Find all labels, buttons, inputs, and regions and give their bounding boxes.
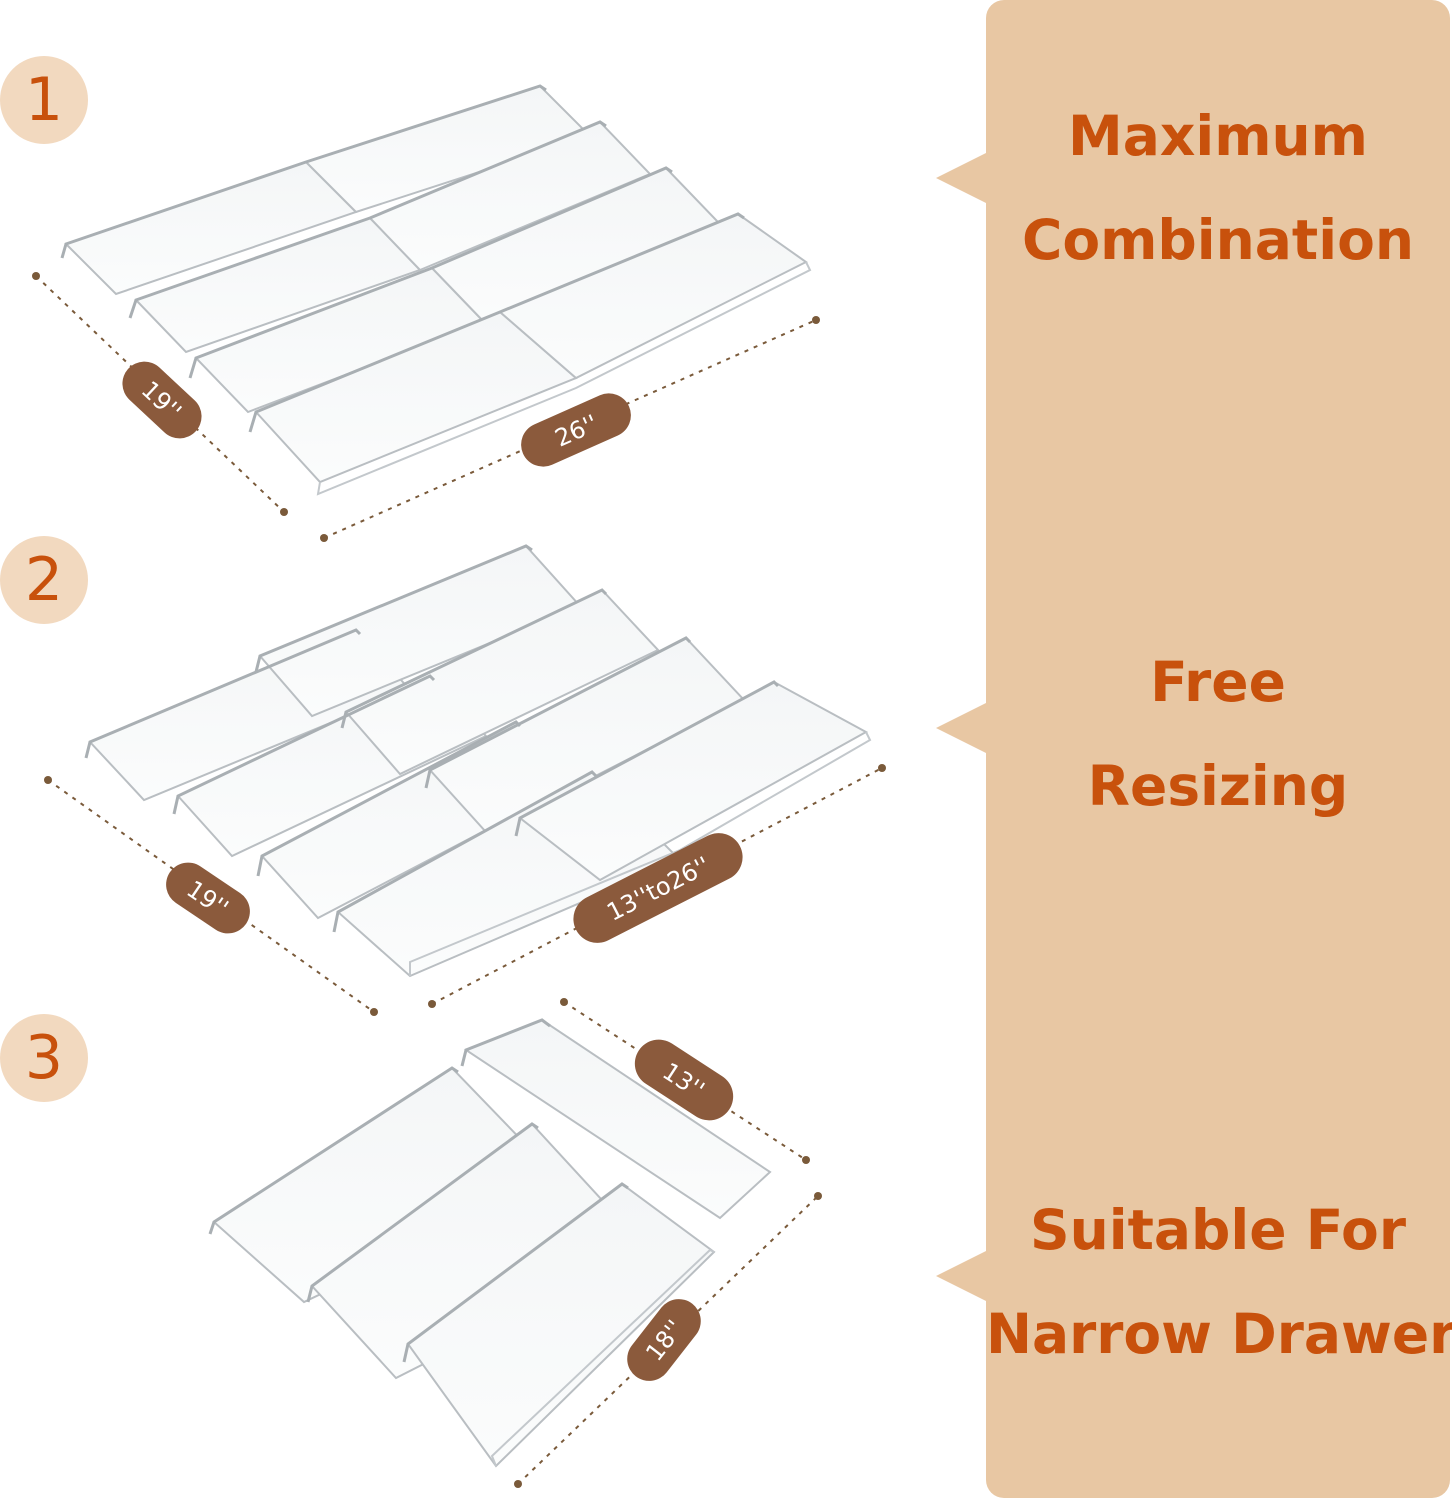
tray2-row-3 <box>256 636 746 920</box>
caption-2: Free Resizing <box>986 630 1450 838</box>
tray-row-3 <box>188 166 720 414</box>
tray3-row-3 <box>402 1182 716 1468</box>
caption-2-line1: Free <box>1150 650 1286 714</box>
tray3-back <box>460 1018 772 1220</box>
dimension-lines-3 <box>514 998 822 1488</box>
tray2-row-2 <box>172 588 660 858</box>
dimension-badge-1-width: 26'' <box>521 393 631 467</box>
dimension-badge-2-depth: 19'' <box>166 862 250 934</box>
step-number-3: 3 <box>0 1014 88 1102</box>
step-number-2: 2 <box>0 536 88 624</box>
rack-config-2 <box>84 544 872 978</box>
caption-pointer-1 <box>936 152 988 204</box>
caption-3: Suitable For Narrow Drawers <box>986 1178 1452 1386</box>
rack-config-1 <box>60 84 812 496</box>
caption-3-line2: Narrow Drawers <box>986 1302 1452 1366</box>
step-number-1: 1 <box>0 56 88 144</box>
caption-1: Maximum Combination <box>986 84 1450 292</box>
caption-panel <box>986 0 1450 1498</box>
dimension-badge-1-depth: 19'' <box>122 361 202 439</box>
caption-2-line2: Resizing <box>1087 754 1349 818</box>
tray-row-2 <box>128 120 652 354</box>
caption-3-line1: Suitable For <box>1030 1198 1406 1262</box>
tray2-row-4 <box>332 680 872 978</box>
rack-illustrations: 19'' 26'' <box>32 84 886 1488</box>
tray2-row-1 <box>84 544 582 802</box>
tray-row-4 <box>248 212 812 496</box>
dimension-badge-3-depth: 13'' <box>634 1039 734 1121</box>
caption-pointer-2 <box>936 702 988 754</box>
rack-config-3 <box>208 1018 772 1468</box>
caption-pointer-3 <box>936 1250 988 1302</box>
caption-1-line1: Maximum <box>1068 104 1368 168</box>
caption-1-line2: Combination <box>1021 208 1415 272</box>
